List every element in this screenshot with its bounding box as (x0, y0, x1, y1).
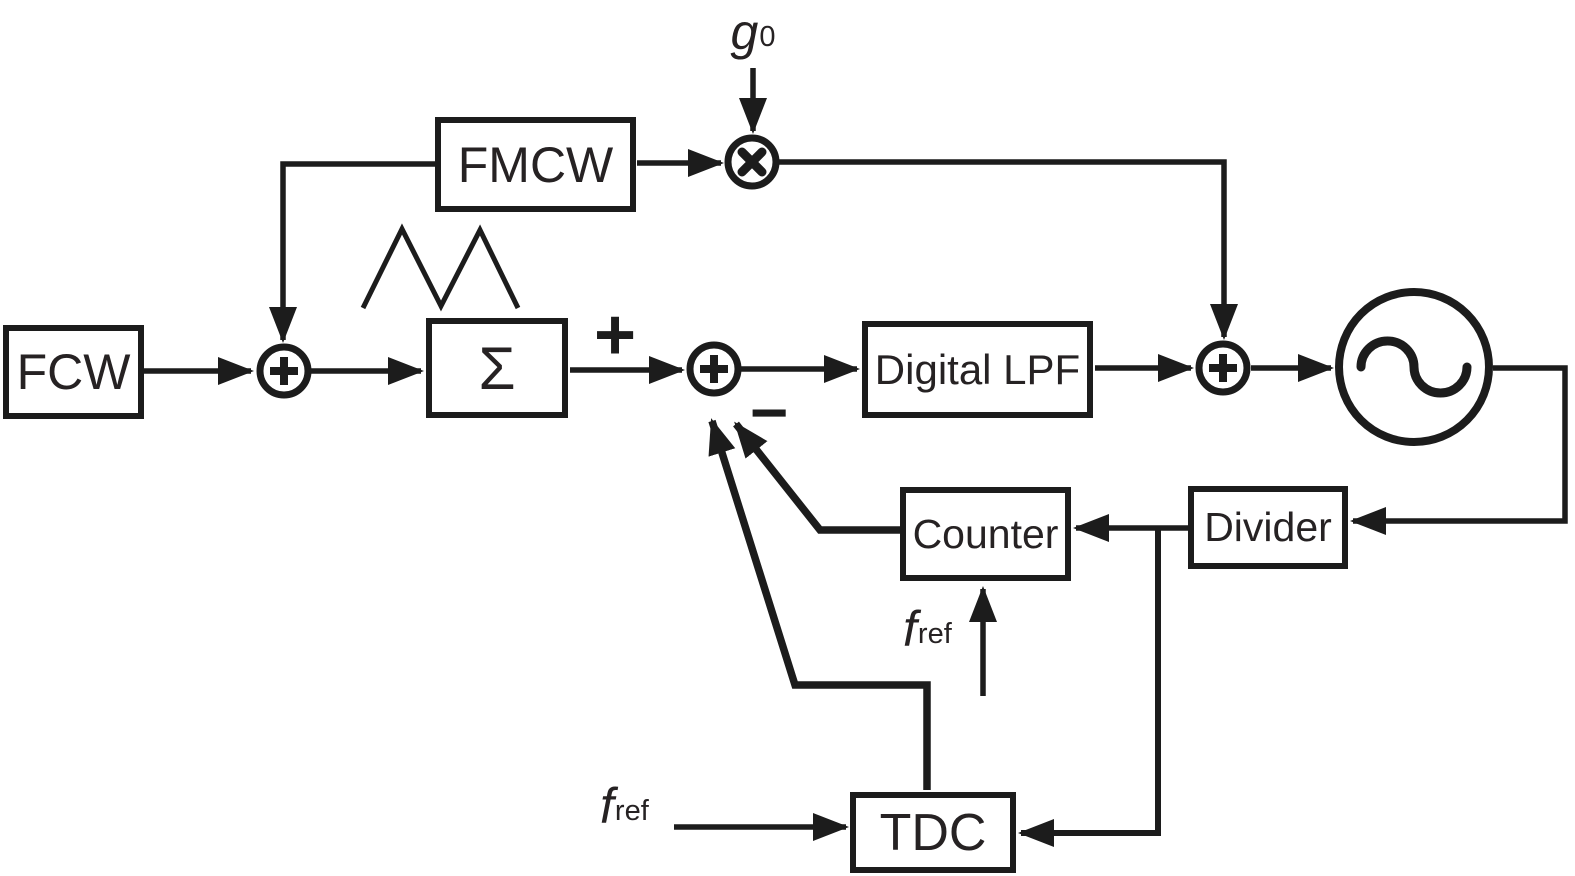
times-icon (737, 147, 767, 177)
block-fcw: FCW (3, 325, 144, 419)
block-sigma-label: Σ (478, 334, 516, 402)
block-digital-lpf-label: Digital LPF (874, 345, 1081, 393)
plus-icon (270, 357, 298, 385)
wire-counter-to-adder2 (733, 421, 900, 534)
block-counter-label: Counter (912, 510, 1059, 557)
block-sigma-accumulator: Σ (426, 318, 568, 418)
plus-icon (700, 355, 728, 383)
oscillator-node (1335, 288, 1493, 446)
block-fmcw-label: FMCW (457, 136, 614, 193)
block-counter: Counter (900, 487, 1071, 581)
fref-sub: ref (917, 617, 952, 650)
sine-wave-icon (1356, 336, 1472, 398)
adder2-node (686, 341, 742, 397)
multiplier-node (724, 134, 780, 190)
minus-input-sign: − (749, 375, 789, 449)
block-divider: Divider (1188, 486, 1348, 569)
wire-branch-to-adder1 (269, 161, 435, 343)
plus-icon (1209, 354, 1237, 382)
wire-tdc-to-adder2 (708, 418, 931, 790)
wire-divider-to-tdc (1018, 528, 1161, 847)
adder1-node (256, 343, 312, 399)
triangle-wave-icon (360, 223, 521, 312)
block-fcw-label: FCW (16, 344, 131, 400)
fref-base: f (600, 778, 614, 834)
block-fmcw: FMCW (435, 117, 636, 212)
fref-base: f (903, 601, 917, 657)
block-divider-label: Divider (1204, 504, 1332, 550)
adder3-node (1195, 340, 1251, 396)
g0-base: g (730, 4, 759, 60)
fref-sub: ref (614, 794, 649, 827)
block-digital-lpf: Digital LPF (862, 321, 1093, 418)
wire-mult-to-adder3 (779, 159, 1238, 340)
wire-osc-to-divider (1350, 365, 1568, 535)
g0-sub: 0 (759, 20, 776, 53)
plus-input-sign: + (593, 295, 637, 375)
block-tdc-label: TDC (879, 803, 987, 862)
block-tdc: TDC (850, 792, 1016, 873)
